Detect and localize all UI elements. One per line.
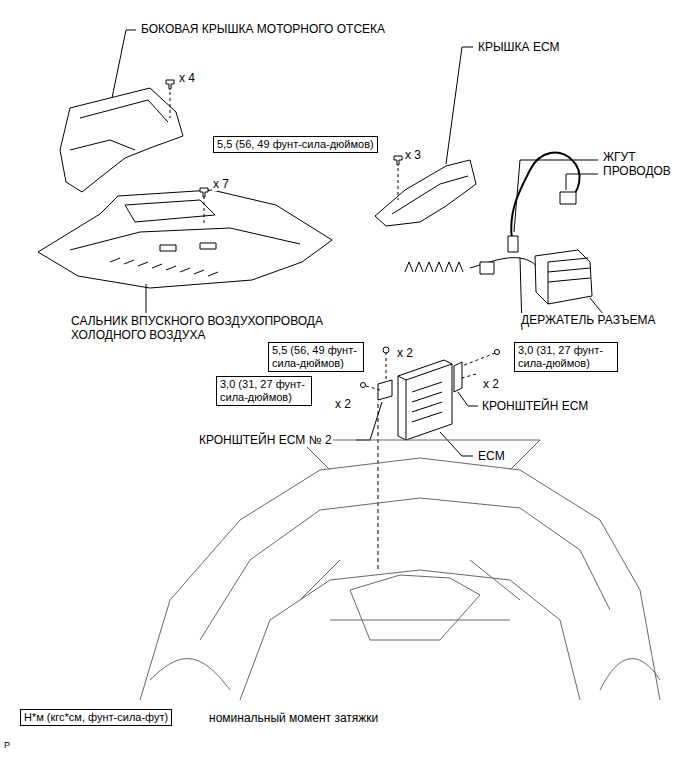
torque-value: 3,0 (31, 27 фунт-сила-дюймов) xyxy=(518,344,614,370)
quantity: x 4 xyxy=(178,71,196,85)
part-name: КРОНШТЕЙН ECM № 2 xyxy=(198,433,333,447)
torque-box: 5,5 (56, 49 фунт-сила-дюймов) xyxy=(268,342,364,372)
legend-note: номинальный момент затяжки xyxy=(208,711,379,725)
torque-box: 5,5 (56, 49 фунт-сила-дюймов) xyxy=(213,136,378,153)
part-name: ДЕРЖАТЕЛЬ РАЗЪЕМА xyxy=(520,313,656,327)
legend-torque-box: Н*м (кгс*см, фунт-сила-фут) xyxy=(20,709,172,726)
torque-value: 3,0 (31, 27 фунт-сила-дюймов) xyxy=(220,378,308,404)
torque-box: 3,0 (31, 27 фунт-сила-дюймов) xyxy=(514,342,618,372)
torque-value: 5,5 (56, 49 фунт-сила-дюймов) xyxy=(217,138,374,151)
quantity: x 7 xyxy=(212,177,230,191)
part-name: КРОНШТЕЙН ECM xyxy=(481,399,589,413)
quantity: x 2 xyxy=(334,397,352,411)
torque-value: 5,5 (56, 49 фунт-сила-дюймов) xyxy=(272,344,360,370)
part-name: САЛЬНИК ВПУСКНОГО ВОЗДУХОПРОВОДА ХОЛОДНО… xyxy=(70,314,362,342)
page-mark: P xyxy=(3,738,11,752)
quantity: x 2 xyxy=(482,377,500,391)
torque-box: 3,0 (31, 27 фунт-сила-дюймов) xyxy=(216,376,312,406)
torque-value: Н*м (кгс*см, фунт-сила-фут) xyxy=(24,711,168,724)
part-name: ECM xyxy=(477,449,506,463)
quantity: x 2 xyxy=(396,346,414,360)
part-name: КРЫШКА ECM xyxy=(477,40,561,54)
part-name: БОКОВАЯ КРЫШКА МОТОРНОГО ОТСЕКА xyxy=(140,22,386,36)
quantity: x 3 xyxy=(404,148,422,162)
part-name: ЖГУТ ПРОВОДОВ xyxy=(602,150,682,178)
